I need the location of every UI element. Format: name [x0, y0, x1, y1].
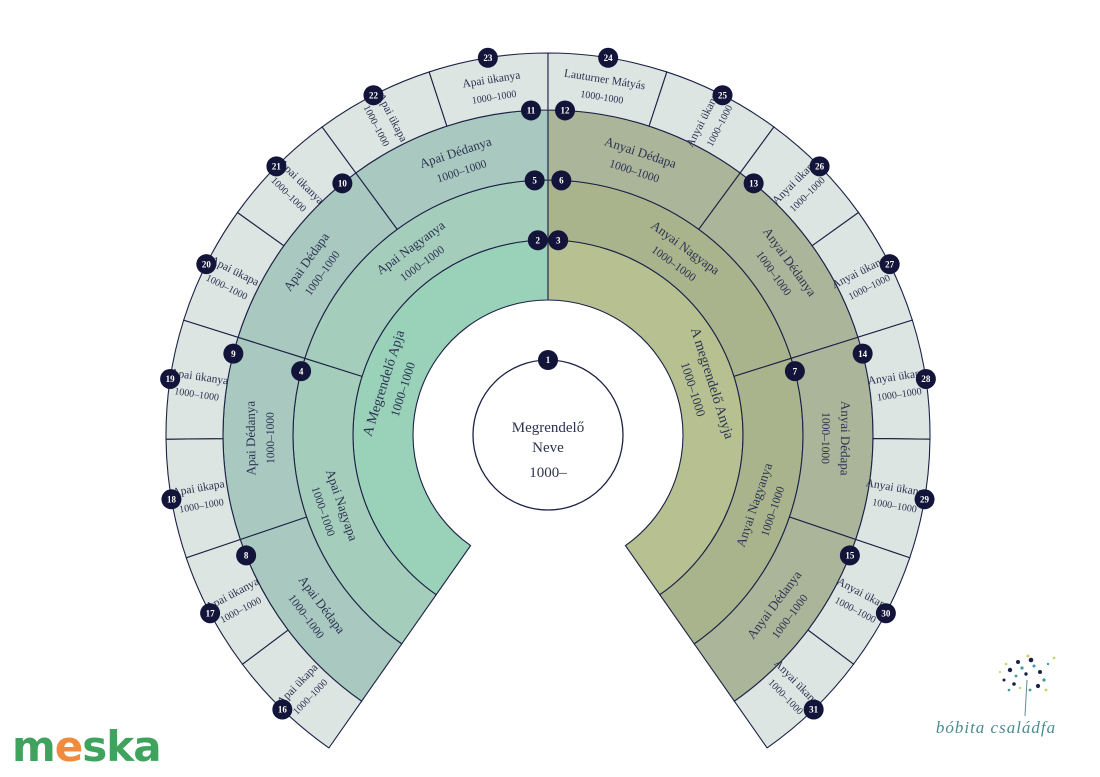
number-badge-21: 21: [266, 156, 287, 177]
number-badge-17: 17: [200, 603, 221, 624]
ancestor-name: Apai Dédanya: [243, 401, 259, 476]
svg-text:19: 19: [166, 374, 176, 384]
svg-text:28: 28: [921, 374, 931, 384]
ancestor-name: Anyai Dédapa: [838, 401, 854, 476]
number-badge-3: 3: [548, 230, 569, 251]
svg-text:10: 10: [338, 179, 348, 189]
number-badge-1: 1: [538, 350, 558, 370]
svg-text:25: 25: [718, 90, 728, 100]
number-badge-18: 18: [161, 489, 182, 510]
svg-text:23: 23: [483, 53, 493, 63]
number-badge-25: 25: [712, 85, 733, 106]
proband-name-line1: Megrendelő: [512, 420, 584, 436]
number-badge-9: 9: [223, 343, 244, 364]
number-badge-26: 26: [809, 156, 830, 177]
number-badge-24: 24: [598, 47, 619, 68]
number-badge-20: 20: [196, 254, 217, 275]
number-badge-16: 16: [272, 699, 293, 720]
number-badge-31: 31: [803, 699, 824, 720]
svg-text:17: 17: [206, 608, 216, 618]
ancestor-segment-31[interactable]: [733, 629, 855, 749]
svg-text:20: 20: [202, 259, 212, 269]
meska-logo: meska: [12, 722, 162, 771]
svg-text:18: 18: [167, 494, 177, 504]
number-badge-10: 10: [332, 173, 353, 194]
number-badge-19: 19: [160, 368, 181, 389]
number-badge-29: 29: [914, 489, 935, 510]
number-badge-14: 14: [852, 343, 873, 364]
svg-text:12: 12: [561, 106, 571, 116]
proband-name-line2: Neve: [532, 440, 564, 456]
proband-years: 1000–: [529, 465, 567, 481]
ancestor-years: 1000–1000: [819, 412, 832, 464]
svg-text:13: 13: [749, 179, 759, 189]
number-badge-28: 28: [915, 368, 936, 389]
number-badge-27: 27: [879, 254, 900, 275]
svg-text:4: 4: [299, 366, 304, 376]
number-badge-15: 15: [839, 545, 860, 566]
svg-text:3: 3: [556, 235, 561, 245]
svg-text:31: 31: [809, 705, 819, 715]
number-badge-30: 30: [875, 603, 896, 624]
svg-text:2: 2: [536, 235, 541, 245]
number-badge-11: 11: [520, 100, 541, 121]
ancestor-years: 1000–1000: [265, 412, 278, 464]
svg-text:11: 11: [527, 106, 536, 116]
number-badge-7: 7: [784, 361, 805, 382]
number-badge-22: 22: [363, 85, 384, 106]
svg-text:24: 24: [604, 53, 614, 63]
bobita-csaladfa-logo: bóbita családfa: [930, 650, 1070, 750]
svg-text:1: 1: [546, 355, 551, 365]
number-badge-6: 6: [551, 170, 572, 191]
ancestor-label-9: Apai Dédanya 1000–1000: [243, 401, 278, 476]
svg-text:26: 26: [815, 162, 825, 172]
number-badge-23: 23: [477, 47, 498, 68]
number-badge-5: 5: [524, 170, 545, 191]
svg-text:21: 21: [272, 162, 282, 172]
svg-text:9: 9: [231, 349, 236, 359]
svg-text:15: 15: [845, 551, 855, 561]
segments: [165, 52, 931, 749]
svg-text:5: 5: [532, 176, 537, 186]
number-badge-8: 8: [236, 545, 257, 566]
number-badge-2: 2: [527, 230, 548, 251]
number-badge-12: 12: [555, 100, 576, 121]
svg-text:30: 30: [881, 608, 891, 618]
number-badge-13: 13: [743, 173, 764, 194]
svg-text:8: 8: [244, 551, 249, 561]
svg-text:7: 7: [793, 366, 798, 376]
svg-text:6: 6: [559, 176, 564, 186]
svg-text:29: 29: [920, 494, 930, 504]
svg-text:16: 16: [278, 705, 288, 715]
dandelion-icon: [998, 654, 1056, 717]
svg-text:27: 27: [885, 259, 895, 269]
svg-text:22: 22: [369, 90, 379, 100]
ancestor-label-14: Anyai Dédapa 1000–1000: [819, 401, 854, 476]
number-badge-4: 4: [291, 361, 312, 382]
svg-text:14: 14: [858, 349, 868, 359]
